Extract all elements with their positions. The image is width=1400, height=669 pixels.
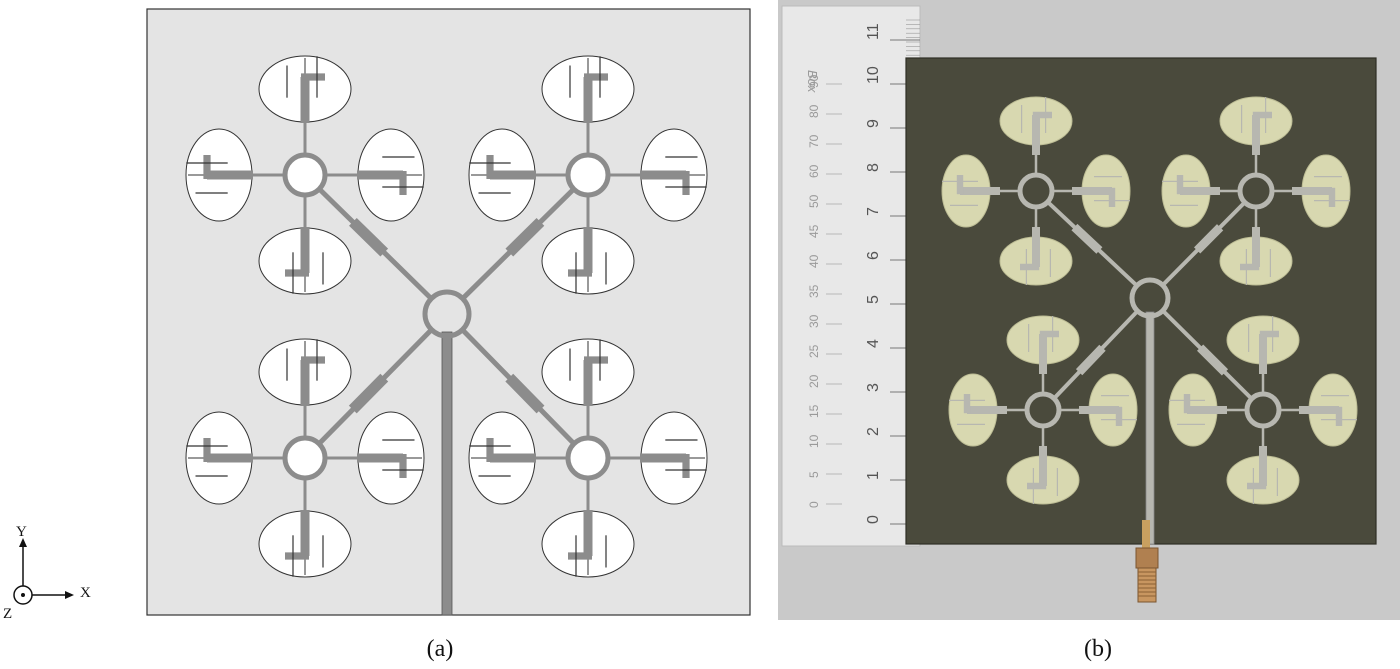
ruler-cm-label: 8 [865, 163, 882, 172]
ruler-mm-label: 10 [807, 434, 821, 448]
ruler-mm-label: 50 [807, 194, 821, 208]
prototype-photo-drawing: 1110987654321090807060504540353025201510… [778, 0, 1400, 620]
center-power-divider [1129, 277, 1171, 319]
ruler-mm-label: 60 [807, 164, 821, 178]
branch-transformer [348, 373, 389, 414]
branch-transformer [1075, 344, 1106, 376]
sub-array-power-divider [1024, 391, 1062, 429]
caption-a: (a) [426, 636, 454, 662]
sub-array-power-divider [565, 152, 611, 198]
branch-transformer [1194, 224, 1224, 254]
center-power-divider [422, 289, 472, 339]
panel-a-antenna-layout [146, 8, 751, 616]
sma-body [1137, 567, 1157, 603]
caption-b: (b) [1084, 636, 1112, 662]
ruler-cm-label: 4 [865, 339, 882, 348]
ruler-cm-label: 11 [865, 23, 882, 40]
substrate [905, 57, 1377, 545]
ruler-cm-label: 7 [865, 207, 882, 216]
sub-array-power-divider [282, 435, 328, 481]
ruler-mm-label: 15 [807, 404, 821, 418]
ruler-cm-label: 0 [865, 515, 882, 524]
ruler-mm-label: 0 [807, 501, 821, 508]
z-axis-label: Z [3, 606, 13, 622]
branch-transformer [505, 373, 545, 414]
axes-arrows-icon [13, 538, 74, 605]
antenna-layout-drawing [146, 8, 751, 616]
sub-array-power-divider [565, 435, 611, 481]
coordinate-axes [0, 520, 110, 630]
ruler-cm-label: 9 [865, 119, 882, 128]
ruler-mm-label: 20 [807, 374, 821, 388]
sub-array-power-divider [1017, 172, 1055, 210]
ruler-mm-label: 30 [807, 314, 821, 328]
main-feed-line [441, 331, 453, 616]
branch-transformer [505, 217, 545, 257]
ruler-cm-label: 5 [865, 295, 882, 304]
ruler-cm-label: 10 [865, 66, 882, 84]
ruler-cm-label: 6 [865, 251, 882, 260]
ruler-body [781, 5, 921, 547]
ruler-cm-label: 3 [865, 383, 882, 392]
ruler-mm-label: 35 [807, 284, 821, 298]
ruler: 1110987654321090807060504540353025201510… [781, 5, 921, 547]
ruler-mm-label: 25 [807, 344, 821, 358]
ruler-mm-label: 80 [807, 104, 821, 118]
x-axis-label: X [80, 585, 91, 601]
sub-array-power-divider [1237, 172, 1275, 210]
ruler-brand-label: Box [805, 70, 820, 93]
branch-transformer [1071, 223, 1103, 254]
ruler-cm-label: 1 [865, 471, 882, 480]
sub-array-power-divider [1244, 391, 1282, 429]
y-axis-label: Y [16, 524, 27, 540]
branch-transformer [1197, 344, 1229, 376]
ruler-mm-label: 70 [807, 134, 821, 148]
branch-transformer [349, 217, 389, 257]
ruler-cm-label: 2 [865, 427, 882, 436]
ruler-mm-label: 45 [807, 224, 821, 238]
sma-connector [1135, 520, 1159, 603]
ruler-mm-label: 90 [807, 74, 821, 88]
sma-nut [1135, 547, 1159, 569]
sma-pin [1142, 520, 1150, 550]
ruler-mm-label: 40 [807, 254, 821, 268]
sub-array-power-divider [282, 152, 328, 198]
ruler-mm-label: 5 [807, 471, 821, 478]
main-feed-line [1145, 311, 1155, 545]
